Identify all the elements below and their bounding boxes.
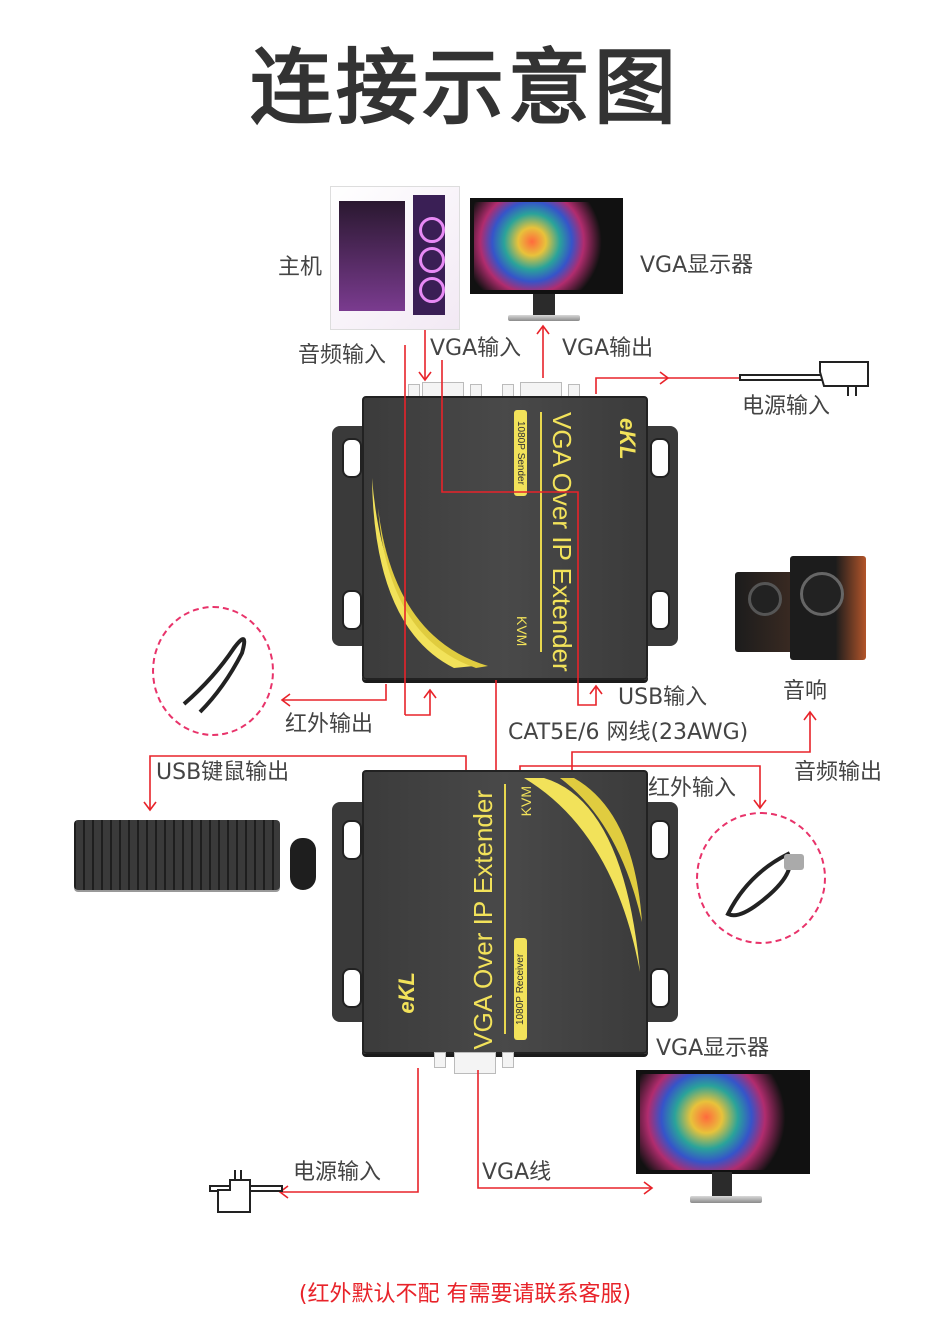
cable-label: CAT5E/6 网线(23AWG) xyxy=(508,720,749,745)
mouse-image xyxy=(290,838,316,890)
ir-out-label: 红外输出 xyxy=(285,712,374,737)
power-in-top-label: 电源输入 xyxy=(742,394,831,419)
receiver-device: VGA Over IP Extender KVM 1080P Receiver … xyxy=(330,768,680,1074)
host-pc-image xyxy=(330,186,460,330)
host-label: 主机 xyxy=(278,255,323,280)
vga-out-label: VGA输出 xyxy=(562,336,654,361)
sender-brand-logo: eKL xyxy=(615,418,640,460)
vga-in-label: VGA输入 xyxy=(430,336,522,361)
ir-in-label: 红外输入 xyxy=(648,776,737,801)
power-in-bottom-label: 电源输入 xyxy=(293,1160,382,1185)
vga-monitor-bottom-label: VGA显示器 xyxy=(656,1036,770,1061)
sender-product-name: VGA Over IP Extender xyxy=(547,412,577,672)
keyboard-image xyxy=(74,820,280,890)
ir-out-cable-image xyxy=(152,606,274,736)
sender-kvm-label: KVM xyxy=(514,616,530,647)
ir-in-cable-image xyxy=(696,812,826,944)
vga-monitor-top-label: VGA显示器 xyxy=(640,253,754,278)
audio-in-label: 音频输入 xyxy=(298,343,387,368)
audio-out-label: 音频输出 xyxy=(794,760,883,785)
usb-kbm-out-label: USB键鼠输出 xyxy=(156,760,290,785)
page-title: 连接示意图 xyxy=(249,40,680,136)
sender-1080p-badge: 1080P Sender xyxy=(514,410,527,496)
infrared-note: (红外默认不配 有需要请联系客服) xyxy=(298,1282,632,1307)
sender-device: 1080P Sender VGA Over IP Extender KVM eK… xyxy=(330,380,680,680)
usb-in-label: USB输入 xyxy=(618,685,708,710)
vga-cable-label: VGA线 xyxy=(482,1160,552,1185)
speaker-label: 音响 xyxy=(783,679,828,704)
